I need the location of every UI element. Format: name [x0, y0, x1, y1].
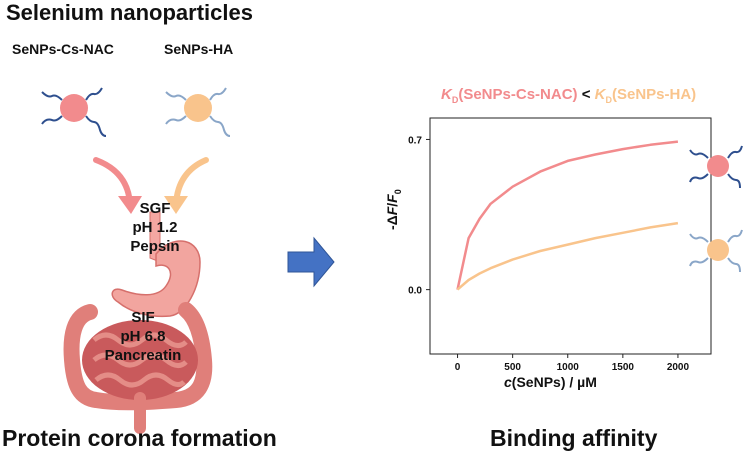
y-tick-label: 0.0: [408, 286, 422, 297]
label-senps-cs-nac: SeNPs-Cs-NAC: [12, 41, 114, 57]
y-axis-label: -ΔF/F0: [384, 189, 403, 230]
x-tick-label: 0: [455, 362, 461, 373]
x-axis-label: c(SeNPs) / µM: [504, 374, 597, 390]
pepsin-label: Pepsin: [130, 238, 180, 255]
binding-affinity-title: Binding affinity: [490, 425, 658, 451]
sgf-label: SGF: [139, 200, 171, 217]
label-senps-ha: SeNPs-HA: [164, 41, 234, 57]
plot-frame: [429, 117, 712, 355]
digestive-tract-icon: [63, 211, 213, 434]
process-arrow-icon: [287, 236, 335, 288]
nanoparticle-cs-nac-icon: [41, 87, 107, 137]
x-tick-label: 1000: [557, 362, 580, 373]
series-line-cs_nac: [456, 140, 679, 290]
protein-corona-title: Protein corona formation: [2, 425, 277, 451]
nanoparticle-ha-icon: [165, 87, 231, 137]
diagram-title: Selenium nanoparticles: [6, 0, 253, 25]
arrow-cs-nac-to-tract: [93, 157, 142, 214]
intestine-ph-label: pH 6.8: [120, 328, 166, 345]
stomach-conditions: SGF pH 1.2 Pepsin: [120, 199, 190, 256]
kd-comparison: KD(SeNPs-Cs-NAC) < KD(SeNPs-HA): [441, 86, 697, 105]
nanoparticle-ha-marker-icon: [689, 229, 743, 273]
series-line-ha: [456, 221, 679, 291]
x-tick-label: 1500: [612, 362, 635, 373]
sif-label: SIF: [131, 309, 155, 326]
intestine-conditions: SIF pH 6.8 Pancreatin: [96, 308, 190, 365]
x-tick-label: 500: [504, 362, 521, 373]
arrow-ha-to-tract: [164, 157, 209, 214]
y-tick-label: 0.7: [408, 135, 422, 146]
stomach-ph-label: pH 1.2: [132, 219, 178, 236]
x-tick-label: 2000: [667, 362, 690, 373]
pancreatin-label: Pancreatin: [104, 347, 182, 364]
nanoparticle-cs-nac-marker-icon: [689, 145, 743, 189]
binding-chart: 0 500 1000 1500 2000 0.0 0.7: [408, 117, 712, 373]
